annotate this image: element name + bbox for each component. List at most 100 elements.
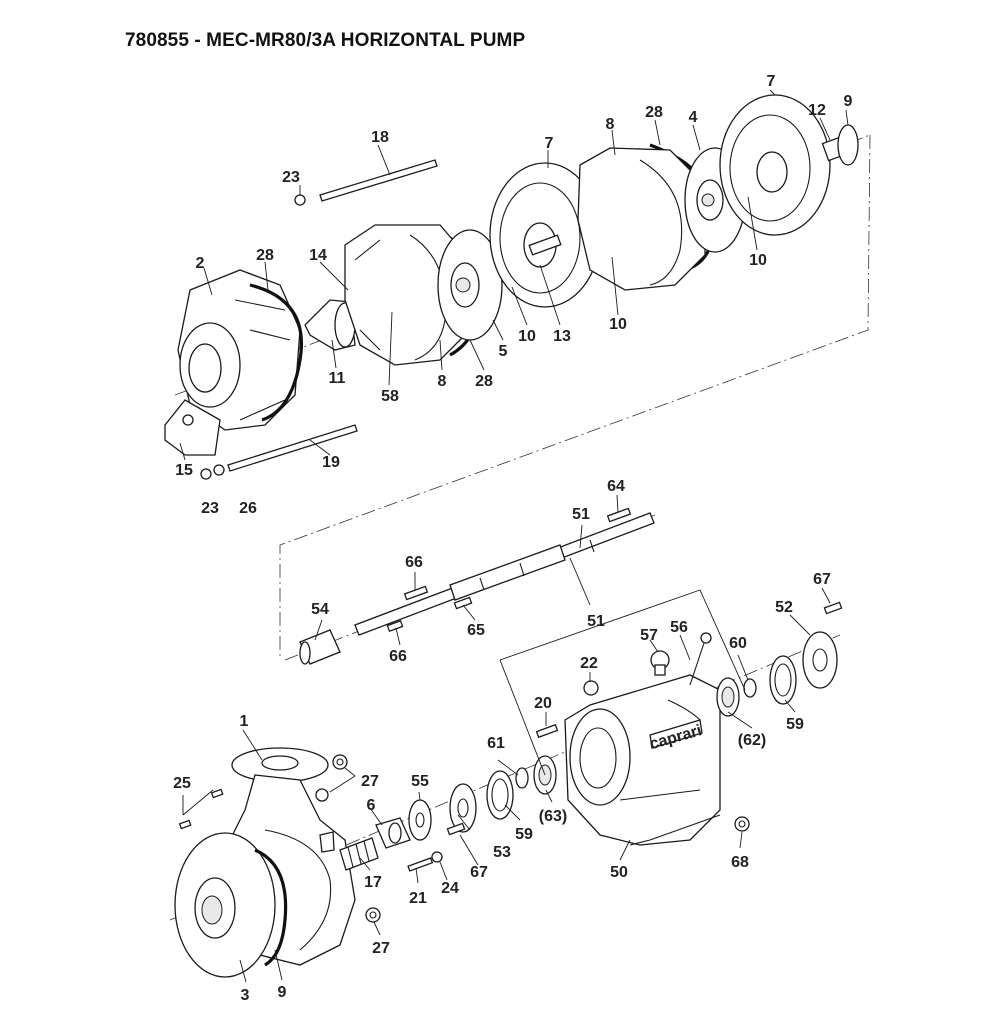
label-18: 18: [371, 129, 389, 146]
part-55-seal-cover: [408, 799, 432, 841]
part-18-tie-rod: [319, 159, 438, 202]
label-10-c: 10: [749, 252, 767, 269]
part-15-foot: [164, 399, 221, 456]
part-28-o-ring-a: [249, 283, 303, 422]
part-27-plug-c: [315, 788, 329, 802]
label-5: 5: [499, 343, 508, 360]
label-14: 14: [309, 247, 327, 264]
label-20: 20: [534, 695, 552, 712]
label-65: 65: [467, 622, 485, 639]
part-62-bearing: [716, 677, 740, 717]
label-59-a: 59: [515, 826, 533, 843]
part-3-pump-impeller: [174, 832, 276, 978]
label-21: 21: [409, 890, 427, 907]
part-21-stud: [407, 857, 434, 872]
part-23-nut-b: [200, 468, 212, 480]
part-24-nut: [431, 851, 443, 863]
part-9-lower-ring: [254, 848, 288, 967]
label-68: 68: [731, 854, 749, 871]
part-59-circlip-a: [486, 770, 514, 820]
part-8-diffuser-b: [577, 147, 706, 291]
part-64-key: [606, 507, 632, 523]
leader-lines: [179, 89, 849, 983]
label-7-a: 7: [545, 135, 554, 152]
part-54-sleeve: [299, 629, 341, 665]
label-57: 57: [640, 627, 658, 644]
label-26: 26: [239, 500, 257, 517]
label-10-a: 10: [518, 328, 536, 345]
label-27-b: 27: [372, 940, 390, 957]
label-24: 24: [441, 880, 459, 897]
label-17: 17: [364, 874, 382, 891]
label-64: 64: [607, 478, 625, 495]
label-50: 50: [610, 864, 628, 881]
assembly-bracket-lines: [499, 589, 746, 776]
label-52: 52: [775, 599, 793, 616]
label-28-a: 28: [256, 247, 274, 264]
part-27-plug-b: [365, 907, 381, 923]
label-59-b: 59: [786, 716, 804, 733]
label-19: 19: [322, 454, 340, 471]
part-52-bearing-cover: [802, 631, 838, 689]
label-23-a: 23: [282, 169, 300, 186]
part-26-washer: [213, 464, 225, 476]
part-56-dipstick: [689, 632, 712, 686]
label-3: 3: [241, 987, 250, 1004]
label-7-b: 7: [767, 73, 776, 90]
part-61-ring: [515, 767, 529, 789]
part-67-screw-a: [446, 822, 466, 836]
part-66-key-a: [403, 585, 429, 601]
label-25: 25: [173, 775, 191, 792]
label-66-b: 66: [389, 648, 407, 665]
label-55: 55: [411, 773, 429, 790]
part-6-mechanical-seal: [375, 817, 411, 849]
label-62: (62): [738, 732, 766, 749]
label-53: 53: [493, 844, 511, 861]
label-28-b: 28: [475, 373, 493, 390]
part-25-screw-b: [178, 819, 192, 830]
label-8-b: 8: [606, 116, 615, 133]
label-67-b: 67: [813, 571, 831, 588]
label-56: 56: [670, 619, 688, 636]
part-22-nut: [583, 680, 599, 696]
part-17-spring: [339, 837, 379, 871]
label-9-a: 9: [844, 93, 853, 110]
part-60-nut: [743, 678, 757, 698]
label-9-b: 9: [278, 984, 287, 1001]
part-53-bearing-cover: [449, 783, 477, 833]
label-51-b: 51: [587, 613, 605, 630]
part-8-diffuser-a: [344, 224, 471, 366]
part-9-wear-plate: [837, 124, 859, 166]
label-51-a: 51: [572, 506, 590, 523]
label-6: 6: [367, 797, 376, 814]
part-25-screw-a: [210, 788, 224, 799]
part-68-drain-plug: [734, 816, 750, 832]
label-63: (63): [539, 808, 567, 825]
part-20-stud: [535, 723, 559, 739]
label-12: 12: [808, 102, 826, 119]
label-2: 2: [196, 255, 205, 272]
label-60: 60: [729, 635, 747, 652]
part-5-impeller: [437, 229, 503, 341]
label-22: 22: [580, 655, 598, 672]
label-4: 4: [689, 109, 698, 126]
label-27-a: 27: [361, 773, 379, 790]
label-13: 13: [553, 328, 571, 345]
part-59-circlip-b: [769, 655, 797, 705]
part-7-stage-casing-a: [489, 162, 601, 308]
part-19-tie-rod: [227, 424, 358, 472]
label-15: 15: [175, 462, 193, 479]
part-50-bearing-bracket: [564, 674, 721, 846]
label-10-b: 10: [609, 316, 627, 333]
part-labels: 2 28 18 23 14 11 58 8 28 5 10 13 7 10 8 …: [173, 73, 852, 1004]
part-27-plug-a: [332, 754, 348, 770]
label-61: 61: [487, 735, 505, 752]
label-23-b: 23: [201, 500, 219, 517]
label-11: 11: [329, 370, 346, 387]
part-2-suction-cover: [177, 269, 301, 431]
diagram-title: 780855 - MEC-MR80/3A HORIZONTAL PUMP: [125, 30, 526, 51]
connector-axis-line: [279, 134, 871, 660]
part-67-screw-b: [823, 601, 843, 615]
label-66-a: 66: [405, 554, 423, 571]
